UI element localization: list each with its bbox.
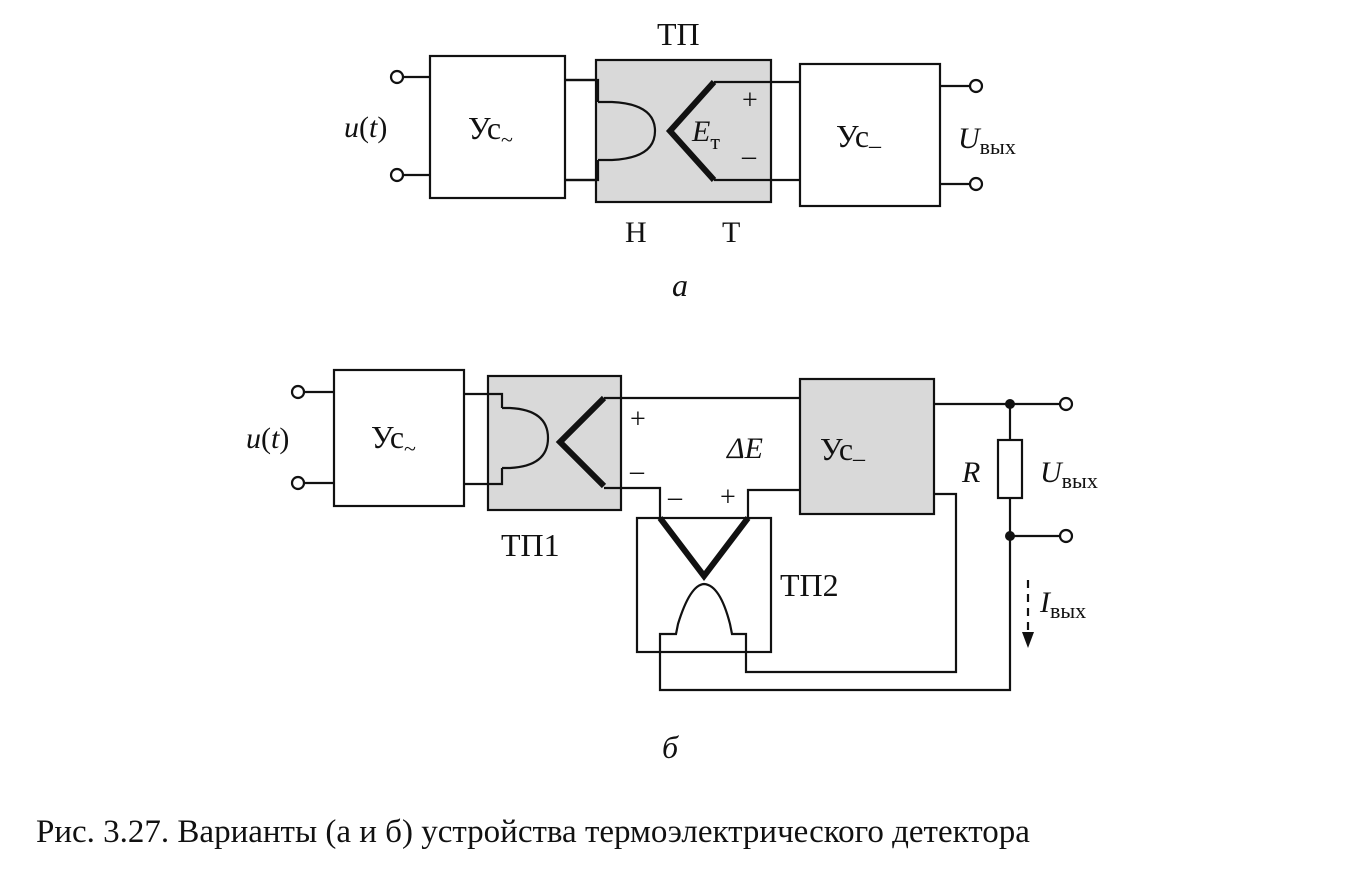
return-wire	[658, 536, 1012, 692]
thermocouple-element-tp2	[657, 516, 751, 581]
ac-amplifier-label-b: Ус~	[371, 419, 416, 461]
resistor-label: R	[961, 456, 980, 489]
figure-caption: Рис. 3.27. Варианты (а и б) устройства т…	[36, 814, 1030, 850]
output-current-arrowhead	[1022, 632, 1034, 648]
heater-lead-top-a	[565, 78, 600, 102]
plus-sign-a: +	[742, 85, 758, 116]
caption-b: б	[662, 729, 679, 765]
tp2-plus-wire	[746, 488, 800, 518]
thermocouple-label-a: Т	[722, 216, 740, 249]
heater-lead-top-b	[464, 392, 504, 408]
thermoconverter-label-a: ТП	[657, 16, 700, 52]
thermocouple-element-a	[665, 79, 717, 183]
input-signal-label-b: u(t)	[246, 422, 289, 455]
input-terminal-top-b	[290, 384, 306, 400]
output-voltage-label-b: Uвых	[1040, 456, 1098, 493]
thermoconverter-1-label: ТП1	[501, 527, 560, 563]
caption-a: а	[672, 267, 688, 303]
emf-label-a: Eт	[691, 115, 720, 154]
output-terminal-top-a	[968, 78, 984, 94]
thermoconverter-1-block	[486, 374, 623, 512]
output-voltage-label-a: Uвых	[958, 122, 1016, 159]
amp-feedback-wire	[744, 492, 958, 674]
tp1-bottom-wire	[604, 486, 662, 518]
tp2-minus-sign: –	[667, 482, 683, 513]
diagram-a: u(t) Ус~ ТП Eт + – Н Т Ус– Uвых а	[344, 16, 1016, 303]
input-terminal-top-a	[389, 69, 405, 85]
diagram-b: u(t) Ус~ ТП1 + – Ус– ΔE ТП2 – +	[246, 368, 1098, 765]
input-terminal-bottom-b	[290, 475, 306, 491]
thermocouple-element-tp1	[555, 395, 607, 489]
heater-lead-bottom-b	[464, 468, 504, 486]
output-terminal-top-b	[1058, 396, 1074, 412]
ac-amplifier-label-a: Ус~	[468, 110, 513, 152]
tp2-plus-sign: +	[720, 482, 736, 513]
heater-element-tp1	[502, 406, 550, 470]
heater-label-a: Н	[625, 216, 647, 249]
dc-amplifier-block-b	[798, 377, 936, 516]
output-current-label: Iвых	[1039, 586, 1086, 623]
input-terminal-bottom-a	[389, 167, 405, 183]
heater-lead-bottom-a	[565, 160, 600, 182]
output-terminal-bottom-b	[1058, 528, 1074, 544]
resistor	[996, 438, 1024, 500]
ac-amplifier-block-a	[428, 54, 567, 200]
minus-sign-a: –	[741, 141, 757, 172]
thermoconverter-2-label: ТП2	[780, 567, 839, 603]
dc-amplifier-label-a: Ус–	[836, 118, 882, 159]
delta-e-label: ΔE	[726, 432, 763, 465]
thermoconverter-block-a	[594, 58, 773, 204]
dc-amplifier-block-a	[798, 62, 942, 208]
dc-amplifier-label-b: Ус–	[820, 431, 866, 472]
heater-element-a	[598, 100, 657, 162]
tp1-minus-sign: –	[629, 456, 645, 487]
input-signal-label-a: u(t)	[344, 111, 387, 144]
ac-amplifier-block-b	[332, 368, 466, 508]
output-terminal-bottom-a	[968, 176, 984, 192]
heater-element-tp2	[658, 582, 748, 652]
tp1-plus-sign: +	[630, 404, 646, 435]
